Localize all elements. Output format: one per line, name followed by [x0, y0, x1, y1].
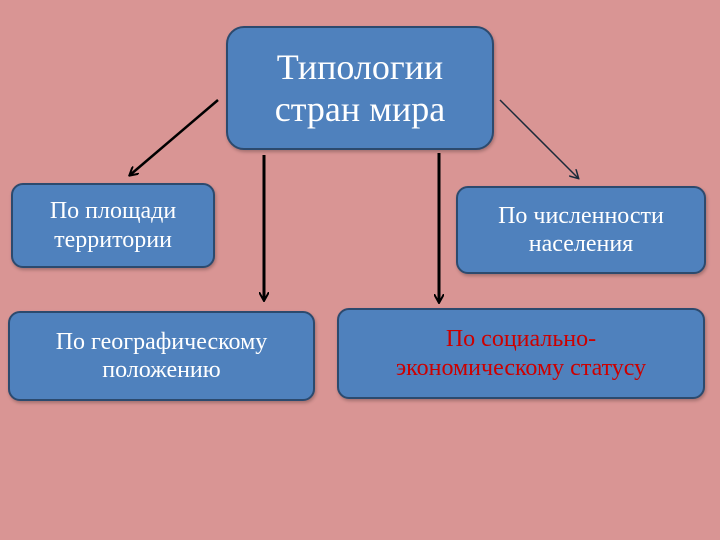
node-by-socio-economic-status-label: По социально- экономическому статусу	[395, 326, 647, 381]
root-node-label: Типологии стран мира	[274, 46, 446, 129]
node-by-socio-economic-status: По социально- экономическому статусу	[337, 308, 705, 399]
node-by-geographic-position-label: По географическому положению	[55, 328, 268, 383]
node-by-population: По численности населения	[456, 186, 706, 274]
node-by-area: По площади территории	[11, 183, 215, 268]
node-by-population-label: По численности населения	[498, 202, 664, 257]
node-by-geographic-position: По географическому положению	[8, 311, 315, 401]
root-node-typology: Типологии стран мира	[226, 26, 494, 150]
node-by-area-label: По площади территории	[49, 198, 177, 253]
arrow-to-population	[499, 99, 578, 178]
arrow-to-area	[130, 99, 219, 175]
